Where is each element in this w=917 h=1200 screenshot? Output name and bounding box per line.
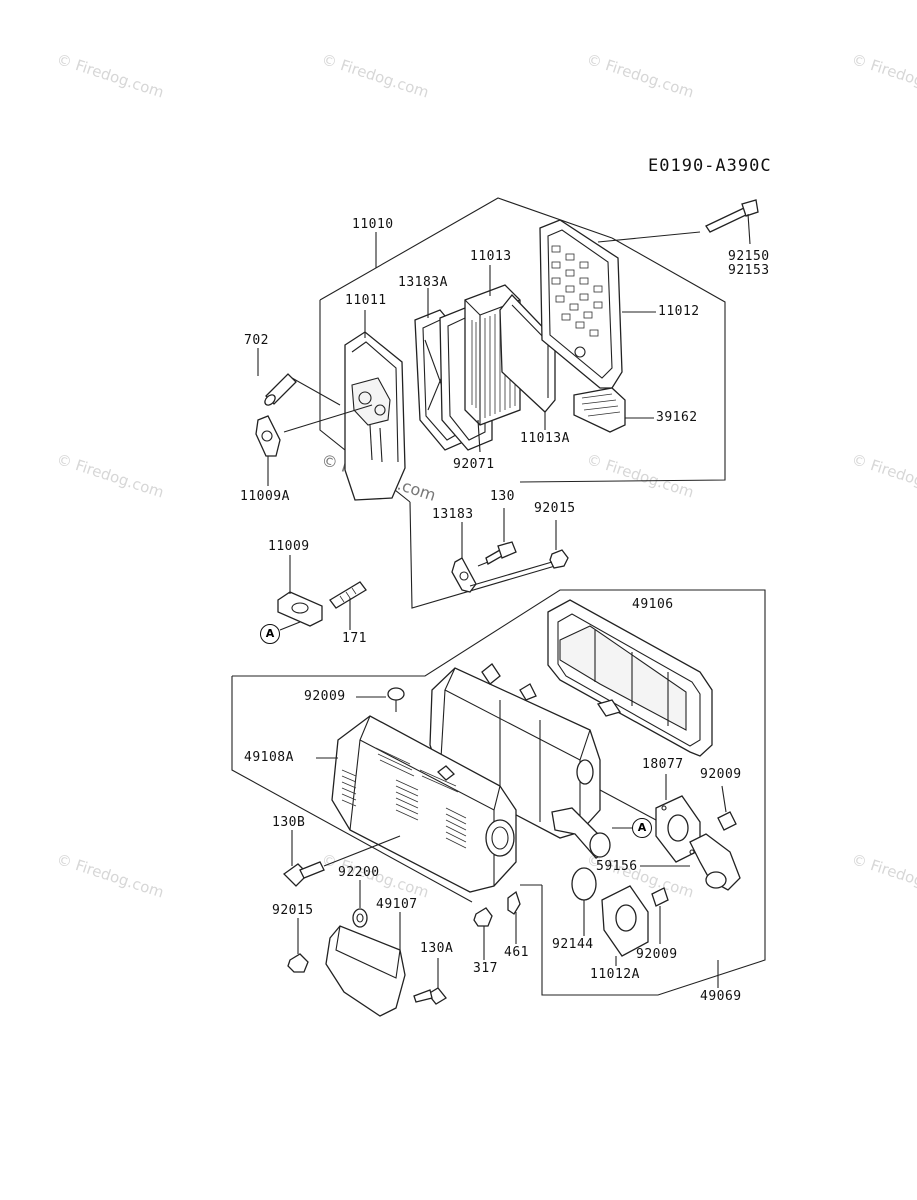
part-label: 39162 [656, 410, 698, 425]
part-label: 11009A [240, 489, 290, 504]
part-label: 59156 [596, 859, 638, 874]
part-label: 11010 [352, 217, 394, 232]
part-label: 49108A [244, 750, 294, 765]
part-label: 49106 [632, 597, 674, 612]
part-label: 11013A [520, 431, 570, 446]
part-label: 171 [342, 631, 367, 646]
guide-39162 [573, 387, 654, 433]
part-label: 11011 [345, 293, 387, 308]
bolt-92009-top [356, 687, 405, 712]
part-label: 11009 [268, 539, 310, 554]
gasket-11009a [255, 404, 373, 486]
stud-171 [329, 581, 367, 630]
part-label: 130B [272, 815, 306, 830]
gasket-18077 [599, 774, 701, 863]
bolt-130b [282, 830, 401, 887]
part-label: 11012 [658, 304, 700, 319]
part-label: 13183 [432, 507, 474, 522]
pipe-702 [257, 348, 341, 406]
part-label: 130 [490, 489, 515, 504]
part-label: 317 [473, 961, 498, 976]
washer-92200 [352, 880, 368, 928]
part-label: 92144 [552, 937, 594, 952]
group-outline-air-cleaner [319, 197, 613, 301]
nut-92015-lower [287, 918, 309, 973]
part-label: 92153 [728, 263, 770, 278]
bolt-92009-lower [651, 887, 669, 944]
part-label: 92009 [700, 767, 742, 782]
bolt-92150 [597, 199, 759, 245]
part-label: 92015 [272, 903, 314, 918]
part-label: 702 [244, 333, 269, 348]
bolt-130 [477, 508, 517, 567]
part-label: 18077 [642, 757, 684, 772]
part-label: 92071 [453, 457, 495, 472]
group-outline-muffler [231, 676, 473, 903]
part-label: 92150 [728, 249, 770, 264]
part-label: 461 [504, 945, 529, 960]
flange-11012a [601, 885, 649, 966]
air-cleaner-case-11012 [539, 219, 656, 389]
part-label: 92015 [534, 501, 576, 516]
part-label: 11013 [470, 249, 512, 264]
gasket-13183 [451, 557, 477, 593]
air-cleaner-cover-11011 [344, 331, 406, 501]
nut-92015 [469, 520, 569, 587]
muffler-body [429, 663, 611, 859]
muffler-cover-49108a [316, 715, 517, 893]
part-label: 130A [420, 941, 454, 956]
part-label: 13183A [398, 275, 448, 290]
bracket-49107 [325, 912, 406, 1017]
bolt-130a [413, 958, 447, 1005]
reference-callout-a: A [260, 624, 280, 644]
part-label: 92200 [338, 865, 380, 880]
gasket-11009 [277, 555, 323, 631]
exhaust-pipe-59156 [640, 833, 741, 891]
nut-317 [473, 907, 493, 960]
reference-callout-a: A [632, 818, 652, 838]
washer-461 [507, 890, 521, 944]
part-label: 11012A [590, 967, 640, 982]
heat-shield-49106 [547, 599, 713, 757]
diagram-code: E0190-A390C [648, 156, 772, 176]
part-label: 49107 [376, 897, 418, 912]
part-label: 92009 [304, 689, 346, 704]
bolt-92009-right [717, 785, 737, 831]
gasket-92144 [571, 867, 597, 936]
part-label: 49069 [700, 989, 742, 1004]
part-label: 92009 [636, 947, 678, 962]
